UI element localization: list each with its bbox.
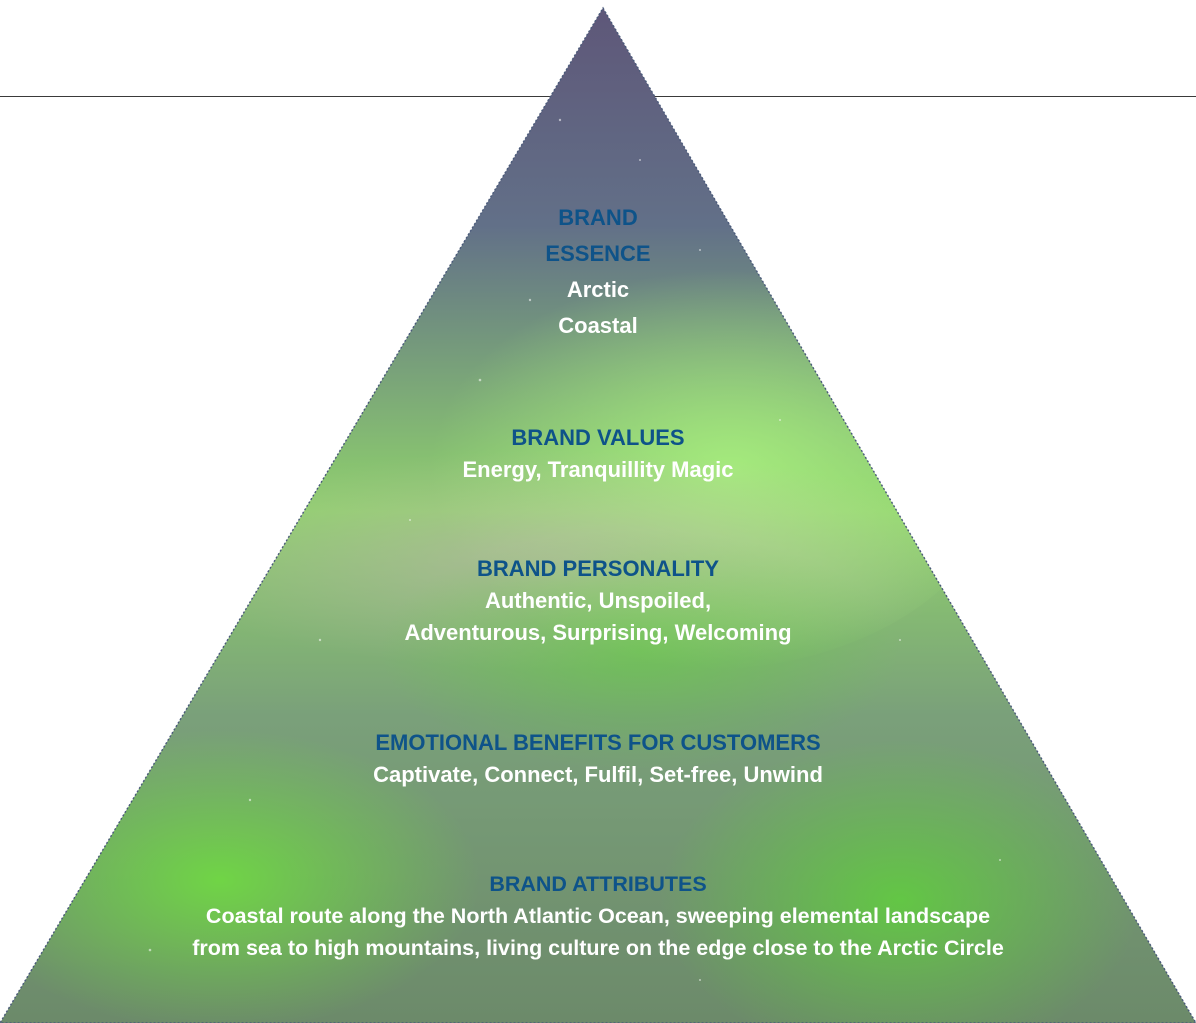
tier-text: Authentic, Unspoiled, Adventurous, Surpr… [404, 588, 792, 645]
tier-text: Energy, Tranquillity Magic [462, 457, 734, 482]
tier-brand-attributes: BRAND ATTRIBUTES Coastal route along the… [0, 868, 1196, 964]
tier-heading: BRAND PERSONALITY [476, 556, 719, 581]
tier-brand-essence: BRAND ESSENCE Arctic Coastal [0, 200, 1196, 344]
tier-text: Coastal route along the North Atlantic O… [192, 904, 1004, 960]
tier-heading: BRAND VALUES [511, 425, 685, 450]
tier-brand-personality: BRAND PERSONALITY Authentic, Unspoiled, … [0, 553, 1196, 649]
tier-heading: EMOTIONAL BENEFITS FOR CUSTOMERS [375, 730, 821, 755]
tier-text: Captivate, Connect, Fulfil, Set-free, Un… [373, 762, 823, 787]
tier-text: Arctic Coastal [558, 277, 638, 338]
tier-brand-values: BRAND VALUES Energy, Tranquillity Magic [0, 422, 1196, 486]
tier-heading: BRAND ATTRIBUTES [489, 872, 707, 896]
tier-emotional-benefits: EMOTIONAL BENEFITS FOR CUSTOMERS Captiva… [0, 727, 1196, 791]
tier-heading: BRAND ESSENCE [545, 205, 651, 266]
